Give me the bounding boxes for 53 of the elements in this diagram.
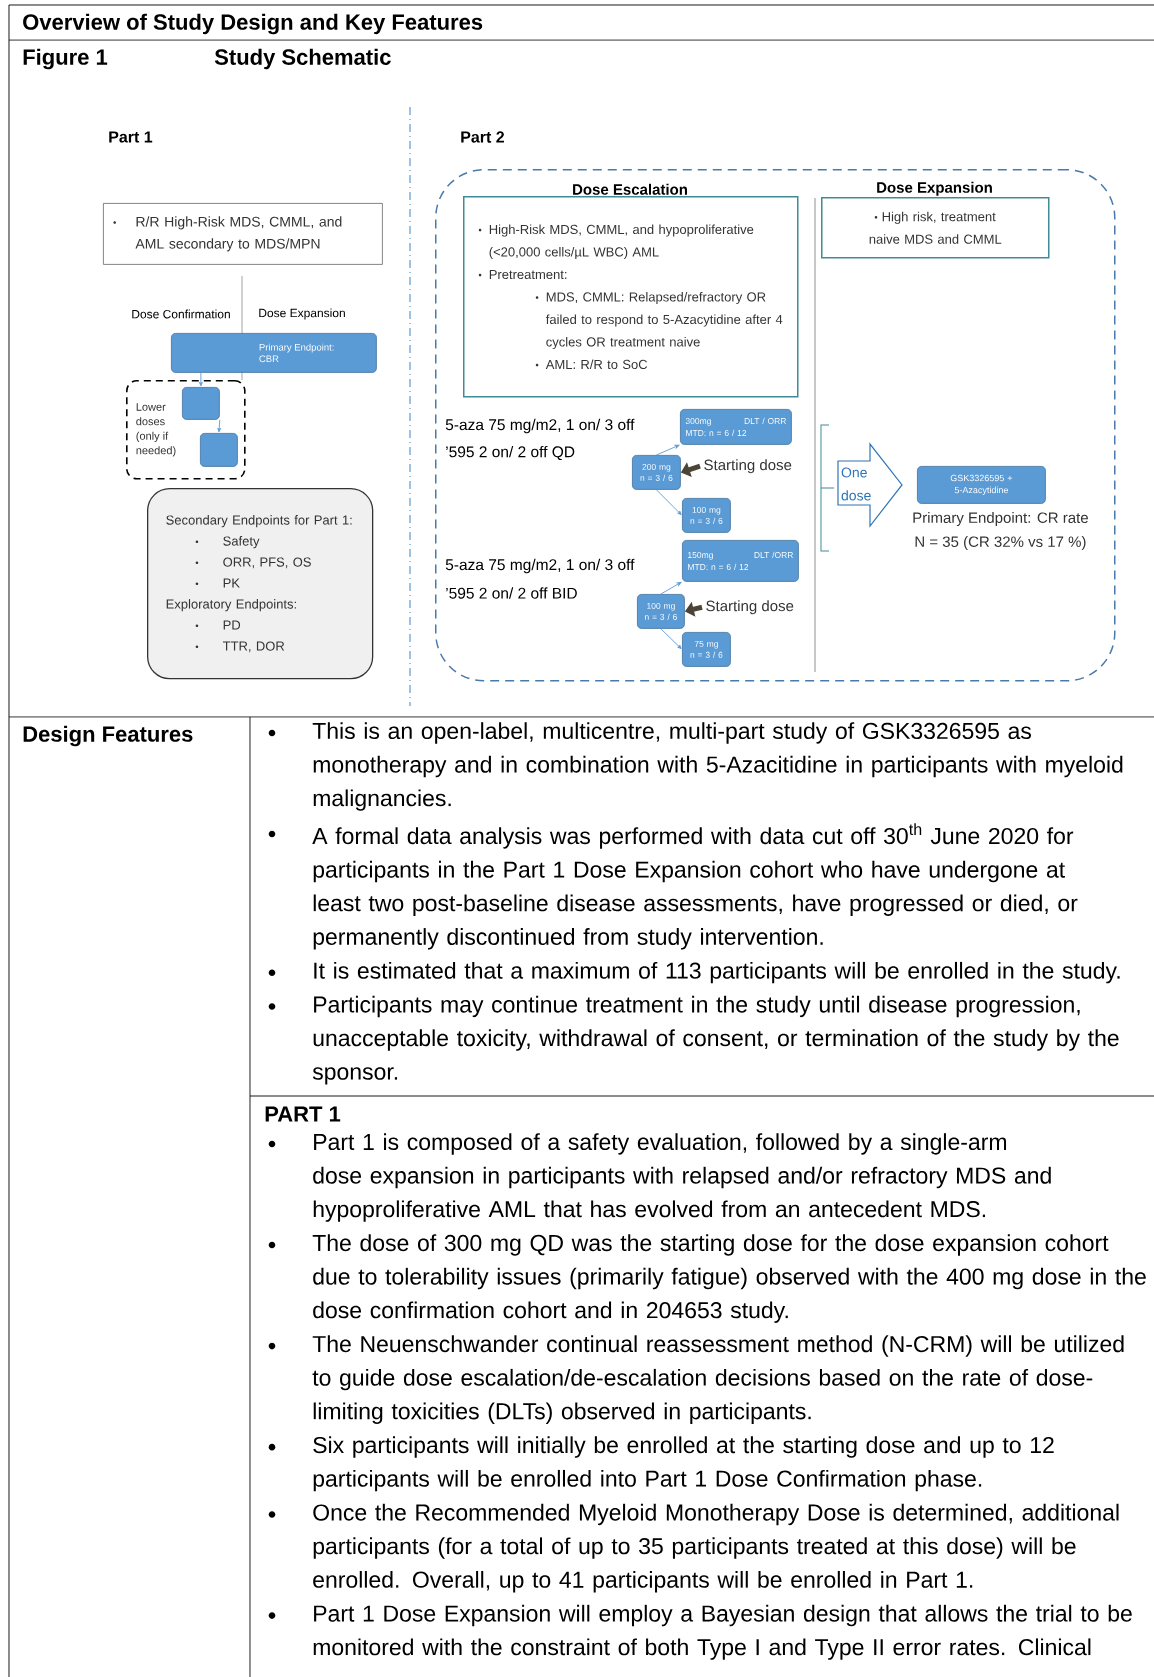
endpoint-note: Primary Endpoint: CR rate <box>913 512 1088 526</box>
part-heading: Part 2 <box>461 131 504 143</box>
regimen-text: ’595 2 on/ 2 off BID <box>446 587 577 599</box>
node-label: Dose Expansion <box>877 181 992 196</box>
node-label: Dose Escalation <box>573 183 687 195</box>
bullet-text: This is an open-label, multicentre, multi-part study of GSK3326595 as monotherapy and in combination with 5-Azacitidine in participants with myeloid malignancies. <box>312 722 1123 811</box>
dose-box: 100 mg n = 3 / 6 <box>682 498 731 533</box>
regimen-text: 5-aza 75 mg/m2, 1 on/ 3 off <box>445 418 635 434</box>
figure-title: Study Schematic <box>214 48 391 70</box>
dose-box: 75 mg n = 3 / 6 <box>682 632 731 667</box>
figure-label: Figure 1 <box>23 48 108 70</box>
starting-dose-label: Starting dose <box>706 600 794 615</box>
bullet-text: Six participants will initially be enrolled at the starting dose and up to 12 participants will be enrolled into Part 1 Dose Confirmation phase. <box>313 1436 1054 1492</box>
criteria-box: Dose Escalation High-Risk MDS, CMML, and hypoproliferative (<20,000 cells/µL WBC) AML Pretreatment: MDS, CMML: Relapsed/refractory OR failed to respond to 5-Azacytidine after 4 cycles OR treatment naive AML: R/R to SoC <box>463 183 799 398</box>
criteria-box: R/R High-Risk MDS, CMML, and AML secondary to MDS/MPN <box>103 203 383 265</box>
arrow <box>660 628 682 650</box>
bullet-text: Once the Recommended Myeloid Monotherapy Dose is determined, additional participants (for a total of up to 35 participants treated at this dose) will be enrolled. Overall, up to 41 participants will be enrolled in Part 1. <box>313 1503 1119 1593</box>
dose-box: 200 mg n = 3 / 6 <box>632 455 681 490</box>
arrow <box>199 372 203 387</box>
dose-box: 150mg DLT /ORR MTD: n = 6 / 12 <box>682 540 799 582</box>
treatment-box: GSK3326595 + 5-Azacytidine <box>917 466 1046 504</box>
section-heading: PART 1 <box>265 1106 341 1122</box>
endpoints-box: Secondary Endpoints for Part 1: Safety ORR, PFS, OS PK Exploratory Endpoints: PD TTR, DOR <box>147 488 374 680</box>
bullet-text: Part 1 is composed of a safety evaluation, followed by a single-arm dose expansion in participants with relapsed and/or refractory MDS and hypoproliferative AML that has evolved from an antecedent MDS. <box>313 1133 1051 1222</box>
dose-box <box>200 433 238 467</box>
block-arrow <box>837 442 903 528</box>
part-heading: Part 1 <box>109 131 153 143</box>
bullet-text: Participants may continue treatment in the study until disease progression, unacceptable toxicity, withdrawal of consent, or termination of the study by the sponsor. <box>312 995 1119 1085</box>
arrow <box>655 489 682 516</box>
bullet-text: The Neuenschwander continual reassessment method (N-CRM) will be utilized to guide dose escalation/de-escalation decisions based on the rate of dose-limiting toxicities (DLTs) observed in participants. <box>312 1335 1124 1424</box>
dashed-group-box: Lower doses (only if needed) <box>126 380 246 480</box>
criteria-box: Dose Expansion High risk, treatment naive MDS and CMML <box>821 181 1050 259</box>
bullet-text: Part 1 Dose Expansion will employ a Bayesian design that allows the trial to be monitored with the constraint of both Type I and Type II error rates. Clinical <box>313 1604 1132 1660</box>
row-heading: Design Features <box>23 725 193 747</box>
column-heading: Dose Confirmation <box>132 309 230 319</box>
dashed-region <box>435 169 1116 682</box>
endpoint-note: N = 35 (CR 32% vs 17 %) <box>915 536 1086 550</box>
bullet-text: The dose of 300 mg QD was the starting dose for the dose expansion cohort due to tolerability issues (primarily fatigue) observed with the 400 mg dose in the dose confirmation cohort and in 204653 study. <box>312 1234 1146 1323</box>
arrow <box>655 444 680 456</box>
arrow <box>217 419 222 433</box>
dose-box: 300mg DLT / ORR MTD: n = 6 / 12 <box>680 409 792 445</box>
column-heading: Dose Expansion <box>259 308 345 320</box>
starting-dose-label: Starting dose <box>704 459 792 474</box>
regimen-text: 5-aza 75 mg/m2, 1 on/ 3 off <box>445 558 635 574</box>
dose-box: 100 mg n = 3 / 6 <box>637 594 685 629</box>
regimen-text: ’595 2 on/ 2 off QD <box>446 445 575 461</box>
arrow <box>660 581 682 595</box>
heading: Overview of Study Design and Key Features <box>23 13 483 35</box>
edge-label: One dose <box>841 467 871 501</box>
dose-box <box>182 387 220 420</box>
bullet-text: A formal data analysis was performed with data cut off 30$^{th}$ June 2020 for participants in the Part 1 Dose Expansion cohort who have undergone at least two post-baseline disease assessments, have progressed or died, or permanently discontinued from study intervention. <box>312 823 1078 950</box>
endpoint-bar: Primary Endpoint: CBR <box>171 333 377 373</box>
bullet-text: It is estimated that a maximum of 113 participants will be enrolled in the study. <box>314 961 1120 984</box>
